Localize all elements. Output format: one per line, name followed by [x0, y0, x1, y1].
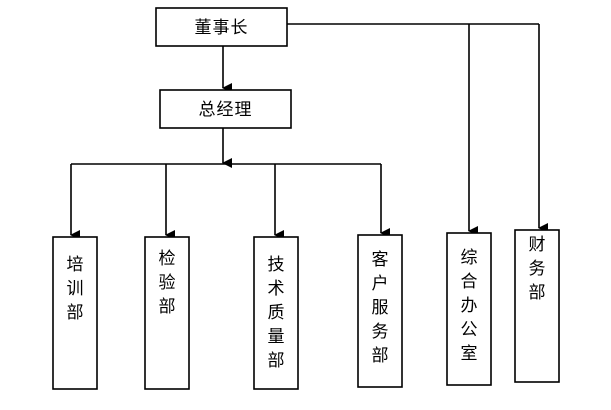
- chairman-label: 董事长: [195, 18, 249, 38]
- node-general-manager: 总经理: [159, 89, 292, 129]
- training-label: 培训部: [67, 255, 84, 323]
- general-office-label: 综合办公室: [461, 248, 478, 364]
- node-technical-quality: 技术质量部: [253, 236, 299, 390]
- finance-label: 财务部: [529, 235, 546, 303]
- node-general-office: 综合办公室: [446, 232, 492, 386]
- technical-quality-label: 技术质量部: [268, 255, 285, 371]
- inspection-label: 检验部: [159, 249, 176, 317]
- node-customer-service: 客户服务部: [357, 234, 403, 388]
- node-training: 培训部: [52, 236, 98, 390]
- general-manager-label: 总经理: [199, 100, 253, 120]
- node-inspection: 检验部: [144, 236, 190, 390]
- node-chairman: 董事长: [155, 7, 288, 47]
- customer-service-label: 客户服务部: [372, 250, 389, 366]
- node-finance: 财务部: [514, 229, 560, 383]
- connectors: [70, 23, 548, 240]
